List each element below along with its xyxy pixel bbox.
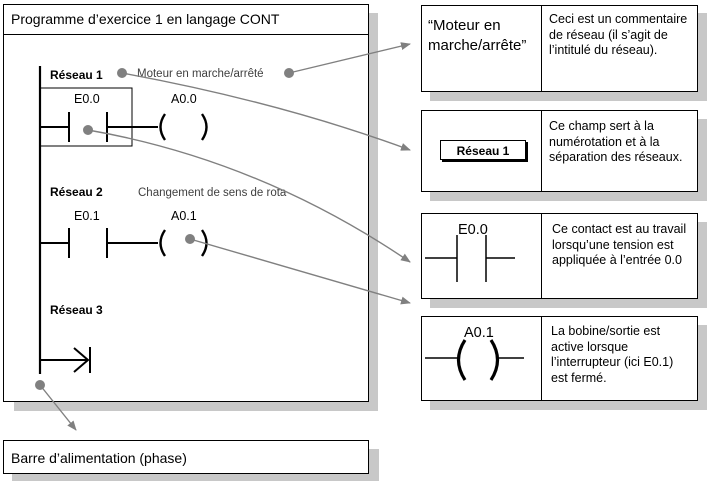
dot-coil-2 [185,234,195,244]
power-rail-caption-box: Barre d’alimentation (phase) [3,440,369,474]
no-contact-symbol [425,235,515,282]
network-label-2: Réseau 2 [50,185,103,199]
pointer-power-rail [39,384,77,431]
annotation-1: “Moteur en marche/arrête” Ceci est un co… [421,5,698,92]
rung-2 [40,228,208,258]
annotation-4-symbol-label: A0.1 [464,325,494,341]
annotation-3-description: Ce contact est au travail lorsqu’une ten… [552,222,687,267]
coil-address-2: A0.1 [171,209,197,223]
pointer-contact [87,129,411,263]
annotation-4-description: La bobine/sortie est active lorsque l’in… [551,324,674,385]
annotation-1-divider [541,6,542,91]
annotation-4-divider [541,317,542,400]
power-rail-caption: Barre d’alimentation (phase) [11,450,187,466]
annotation-4: A0.1 La bobine/sortie est active lorsque… [421,316,698,401]
dot-power-rail [35,380,45,390]
coil-2-left-arc [159,229,167,257]
pointer-dots [35,68,294,390]
pointer-comment [288,42,411,74]
annotation-3-divider [541,214,542,298]
coil-1-left-arc [159,113,167,141]
annotation-2: Réseau 1 Ce champ sert à la numérotation… [421,110,698,192]
annotation-2-description: Ce champ sert à la numérotation et à la … [549,119,683,164]
pointers [39,42,411,431]
contact-address-2: E0.1 [74,209,100,223]
program-window-title: Programme d’exercice 1 en langage CONT [11,11,280,27]
contact-address-1: E0.0 [74,92,100,106]
title-separator [4,34,368,35]
coil-symbol [425,339,524,381]
annotation-1-description: Ceci est un commentaire de réseau (il s’… [549,12,688,57]
dot-network-1 [117,68,127,78]
pointer-network-field [121,72,411,151]
dot-contact-1 [83,125,93,135]
network-comment-1: Moteur en marche/arrêté [137,68,264,80]
annotation-3: E0.0 Ce contact est au travail lorsqu’un… [421,213,698,299]
network-label-3: Réseau 3 [50,303,103,317]
network-field-sample: Réseau 1 [440,140,526,160]
rung-1 [40,112,208,142]
network-label-1: Réseau 1 [50,68,103,82]
coil-1-right-arc [200,113,208,141]
rung-3 [40,347,91,373]
network-comment-2: Changement de sens de rota [138,187,287,199]
coil-address-1: A0.0 [171,92,197,106]
annotation-3-symbol-label: E0.0 [458,222,488,238]
coil-2-right-arc [200,229,208,257]
annotation-1-symbol: “Moteur en marche/arrête” [428,17,527,54]
dot-comment-1 [284,68,294,78]
pointer-coil [189,238,411,305]
network-1-selection [39,87,133,147]
annotation-2-divider [541,111,542,191]
